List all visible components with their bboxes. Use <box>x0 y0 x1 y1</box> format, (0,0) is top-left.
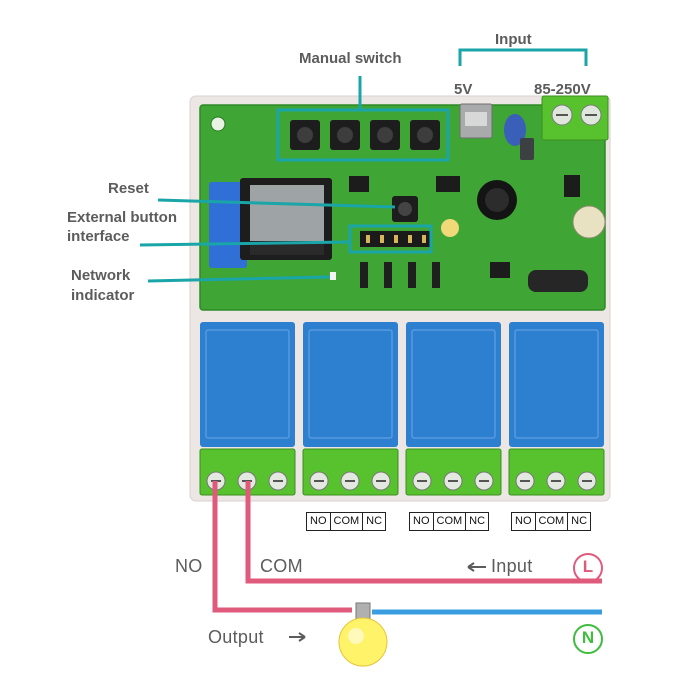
relay <box>303 322 398 447</box>
pcb-components <box>349 103 606 292</box>
manual-switch-button[interactable] <box>330 120 360 150</box>
input-wire-com <box>245 481 602 584</box>
term-no: NO <box>410 513 434 530</box>
manual-switch-label: Manual switch <box>299 50 402 67</box>
external-button-label: External button <box>67 209 178 226</box>
voltage-5v-label: 5V <box>454 81 473 98</box>
manual-switch-callout-box <box>276 108 450 162</box>
input-label: Input <box>495 31 532 48</box>
terminal-block <box>405 448 502 496</box>
external-button-callout-line <box>139 240 351 247</box>
network-callout-line <box>147 275 331 283</box>
reset-label: Reset <box>108 180 149 197</box>
indicator-leds <box>330 262 440 288</box>
relay-1-terminal-labels: NO COM NC <box>306 512 387 531</box>
voltage-85-250v-label: 85-250V <box>534 81 591 98</box>
relays <box>200 322 604 447</box>
output-wire-label: Output <box>208 627 264 647</box>
external-button-header[interactable] <box>360 231 430 247</box>
no-wire-label: NO <box>175 556 203 576</box>
output-arrow-icon <box>289 632 306 642</box>
output-wire-no <box>212 481 352 613</box>
relay <box>406 322 501 447</box>
input-wire-label: Input <box>491 556 533 576</box>
manual-switches <box>290 120 440 150</box>
light-bulb-icon <box>338 602 388 667</box>
term-nc: NC <box>366 515 383 527</box>
relay-terminal-blocks <box>199 448 605 496</box>
external-button-callout-box <box>348 224 433 254</box>
terminal-block <box>508 448 605 496</box>
com-wire-label: COM <box>260 556 303 576</box>
power-input-terminal <box>541 95 609 141</box>
term-com: COM <box>536 513 569 530</box>
manual-switch-button[interactable] <box>370 120 400 150</box>
relay <box>509 322 604 447</box>
wifi-module <box>209 178 332 268</box>
relay-3-terminal-labels: NO COM NC <box>511 512 592 531</box>
term-no: NO <box>307 513 331 530</box>
network-indicator-label-line2: indicator <box>71 287 135 304</box>
wiring <box>212 481 602 615</box>
relay <box>200 322 295 447</box>
input-arrow-icon <box>467 562 486 572</box>
network-indicator-label: Network <box>71 267 131 284</box>
mounting-hole <box>210 116 226 132</box>
relay-2-terminal-labels: NO COM NC <box>409 512 490 531</box>
callout-lines <box>139 48 588 283</box>
terminal-block <box>302 448 399 496</box>
reset-callout-line <box>157 198 396 209</box>
neutral-icon: N <box>573 624 603 654</box>
term-nc: NC <box>469 515 486 527</box>
terminal-block <box>199 448 296 496</box>
manual-switch-button[interactable] <box>410 120 440 150</box>
manual-switch-button[interactable] <box>290 120 320 150</box>
term-com: COM <box>434 513 467 530</box>
term-com: COM <box>331 513 364 530</box>
term-no: NO <box>512 513 536 530</box>
reset-button[interactable] <box>392 196 418 222</box>
live-icon: L <box>573 553 603 583</box>
external-button-label-line2: interface <box>67 228 130 245</box>
term-nc: NC <box>571 515 588 527</box>
input-bracket <box>458 48 588 66</box>
